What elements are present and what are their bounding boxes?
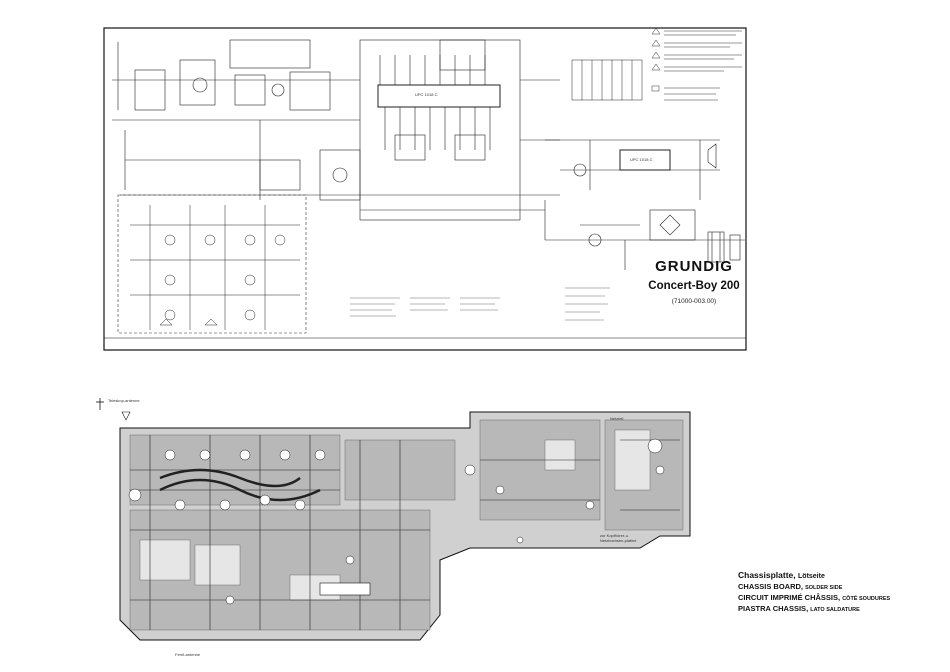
component-pads (128, 438, 665, 605)
ground-triangle-icon (121, 411, 131, 421)
caption-french: CIRCUIT IMPRIMÉ CHÂSSIS, CÔTÉ SOUDURES (738, 593, 891, 602)
ic-label-2: UPC 1018 C (630, 157, 653, 162)
caption-english: CHASSIS BOARD, SOLDER SIDE (738, 582, 843, 591)
caption-german: Chassisplatte, Lötseite (738, 570, 825, 580)
speaker-icon (707, 143, 717, 169)
board-ic (319, 582, 371, 596)
model-name: Concert-Boy 200 (648, 280, 740, 292)
caption-italian: PIASTRA CHASSIS, LATO SALDATURE (738, 604, 860, 613)
ic-block (377, 84, 501, 108)
antenna-label: Teleskop-antenne (108, 398, 140, 403)
brand-logo: GRUNDIG (655, 258, 733, 275)
part-number: (71000-003.00) (671, 298, 717, 305)
warning-notes (651, 27, 742, 101)
ic-label-1: UPC 1018 C (415, 92, 438, 97)
front-end-switches (130, 205, 300, 330)
audio-amp-section (544, 139, 720, 240)
legend-tables (350, 287, 610, 321)
board-traces (130, 435, 680, 630)
headphone-board-label: zur Kopfhörer-u. Netzbuchsen-platine (600, 533, 637, 543)
antenna-icon (96, 398, 104, 410)
power-supply (545, 209, 745, 270)
switch-matrix (571, 59, 643, 101)
schematic-frame (103, 27, 747, 351)
connector-label: Netzteil (610, 416, 624, 421)
main-ic-section (359, 39, 560, 221)
board-captions: Chassisplatte, Lötseite CHASSIS BOARD, S… (738, 570, 938, 615)
front-end-module (117, 194, 307, 334)
ferrite-antenna-label: Ferrit-antenne (175, 652, 201, 657)
